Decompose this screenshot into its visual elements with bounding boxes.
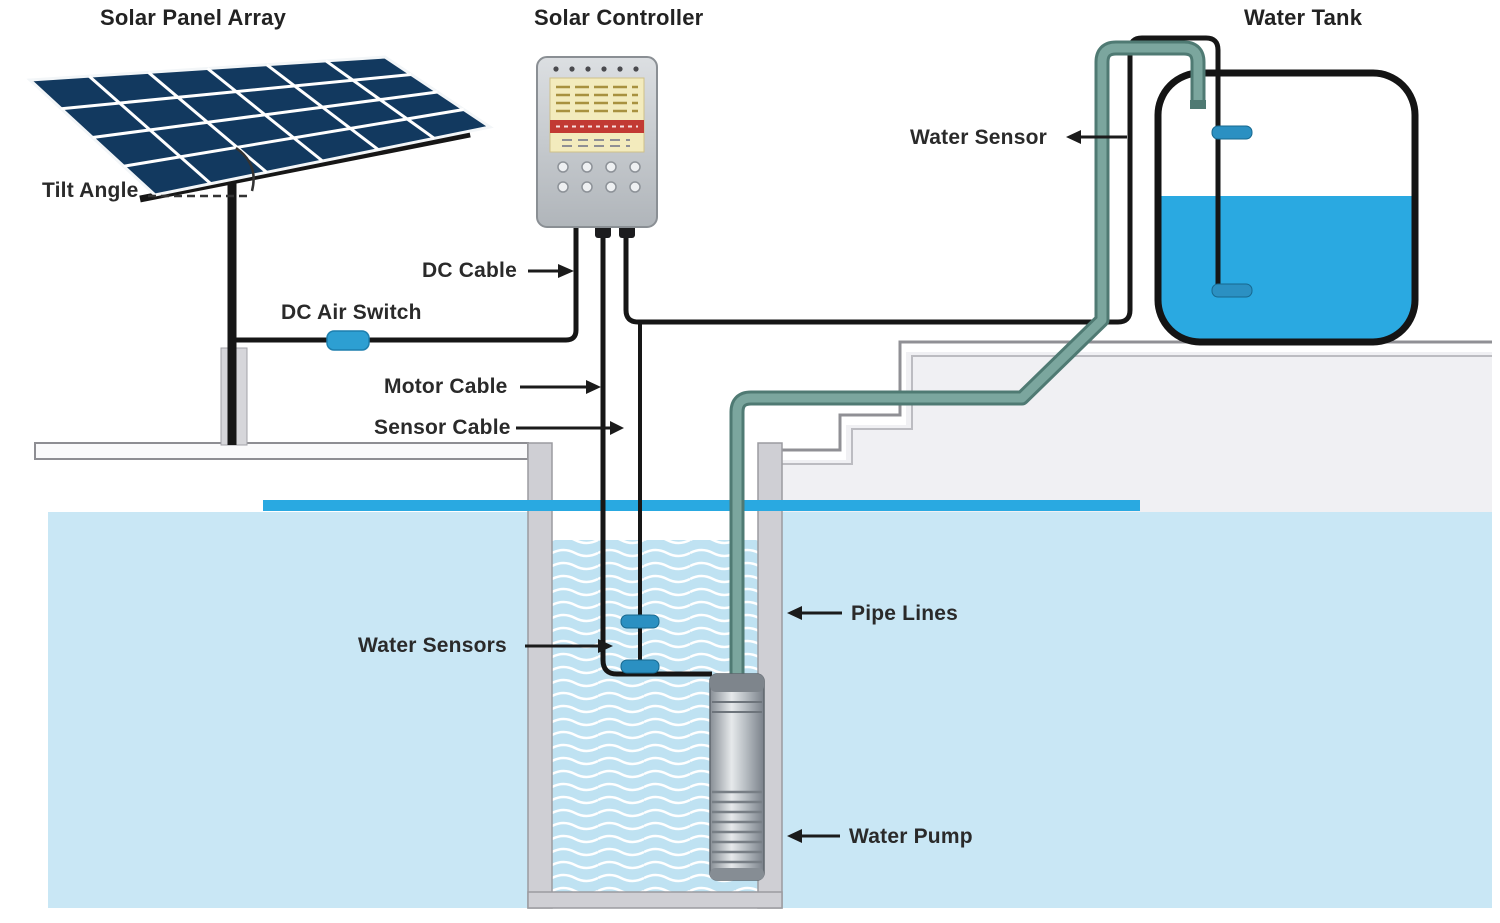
water-pump (709, 673, 765, 881)
well-water-sensor-upper (620, 614, 660, 629)
controller-small-text (562, 139, 630, 147)
ground-left-strip (34, 442, 529, 460)
pump-bands (712, 701, 762, 713)
pipe-outlet-end (1190, 100, 1206, 109)
tilt-angle-arc (235, 146, 255, 192)
pump-base (710, 868, 764, 880)
solar-controller-label: Solar Controller (534, 5, 704, 30)
controller-vents (553, 66, 639, 72)
dc-cable-label: DC Cable (422, 259, 517, 282)
ground-right (782, 340, 1492, 512)
tank-water (1158, 196, 1415, 342)
tank-outline (1154, 69, 1419, 346)
well-left-wall (527, 442, 553, 909)
solar-controller (536, 56, 658, 238)
sensor-cable (620, 35, 1253, 674)
dc-air-switch-label: DC Air Switch (281, 301, 422, 324)
controller-display-rows (556, 85, 638, 113)
water-level-line (263, 500, 1140, 511)
solar-panel (26, 55, 494, 197)
tank-water-sensor-lower (1211, 283, 1253, 298)
water-tank (1154, 69, 1419, 346)
water-pump-arrow (787, 829, 840, 843)
water-tank-label: Water Tank (1244, 5, 1363, 30)
solar-panel-assembly (26, 55, 494, 446)
water-sensor-arrow (1066, 130, 1127, 144)
dc-air-switch (326, 330, 370, 351)
tank-water-sensor-upper (1211, 125, 1253, 140)
water-sensor-label: Water Sensor (910, 126, 1047, 149)
dc-cable-arrow (528, 264, 574, 278)
panel-grid (61, 59, 464, 185)
water-sensors-arrow (525, 639, 613, 653)
well-water-sensor-lower (620, 659, 660, 674)
solar-panel-array-label: Solar Panel Array (100, 5, 287, 30)
pump-top-cap (710, 674, 764, 692)
well-bottom (527, 891, 783, 909)
motor-cable (600, 228, 712, 677)
water-sensors-label: Water Sensors (358, 634, 507, 657)
water-pump-label: Water Pump (849, 825, 973, 848)
pipe-lines-label: Pipe Lines (851, 602, 959, 625)
sensor-cable-label: Sensor Cable (374, 416, 511, 439)
motor-cable-arrow (520, 380, 601, 394)
controller-buttons (557, 161, 641, 193)
motor-cable-label: Motor Cable (384, 375, 508, 398)
pump-motor-ribs (712, 790, 762, 864)
water-pipe (729, 40, 1206, 682)
sensor-cable-arrow (516, 421, 624, 435)
tilt-angle-label: Tilt Angle (42, 179, 139, 202)
dc-cable (232, 228, 579, 343)
pipe-lines-arrow (787, 606, 842, 620)
